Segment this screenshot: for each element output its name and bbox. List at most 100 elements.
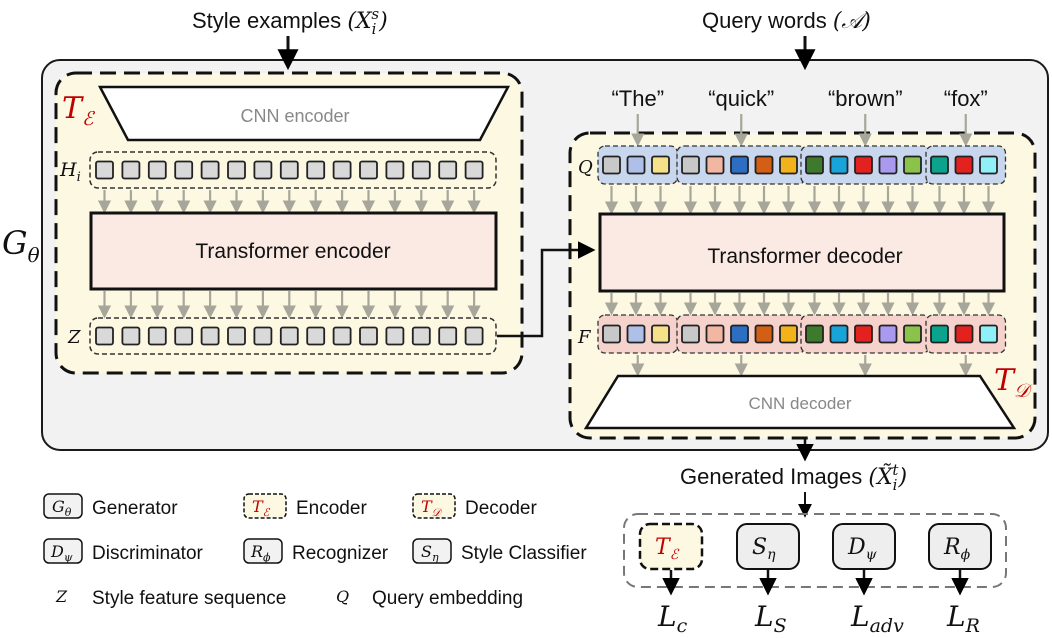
q-arrows	[604, 186, 996, 215]
query-word: “quick”	[708, 86, 774, 111]
z-arrows	[97, 291, 481, 319]
query-token	[954, 155, 974, 175]
transformer-decoder-label: Transformer decoder	[707, 245, 902, 268]
query-token	[979, 155, 998, 175]
legend-recognizer-symbol: Rϕ	[250, 542, 271, 564]
query-token	[854, 155, 873, 175]
z-token	[147, 326, 167, 346]
query-token	[730, 155, 749, 175]
h-token	[385, 160, 405, 180]
feature-token	[705, 324, 725, 344]
h-token	[174, 160, 194, 180]
legend-z-label: Style feature sequence	[92, 588, 286, 609]
query-word: “fox”	[944, 86, 988, 111]
legend-recognizer-box	[243, 538, 283, 564]
legend-q-symbol: Q	[336, 587, 349, 606]
cnn-encoder-label: CNN encoder	[240, 106, 349, 126]
query-token	[805, 155, 824, 175]
cnn-decoder-block	[583, 374, 1017, 430]
h-token	[332, 160, 352, 180]
z-token	[227, 326, 246, 346]
feature-token	[805, 324, 824, 344]
feature-token	[829, 324, 849, 344]
feature-token	[730, 324, 749, 344]
z-token	[359, 326, 378, 346]
query-words: “The”“quick”“brown”“fox”	[611, 86, 988, 147]
query-token	[681, 155, 700, 175]
z-token	[121, 326, 141, 346]
query-token	[626, 155, 646, 175]
transformer-encoder-block	[89, 211, 498, 291]
cnn-decoder-label: CNN decoder	[749, 394, 852, 413]
encoder-panel-label: Tℰ	[62, 91, 96, 130]
f-label: F	[577, 327, 592, 348]
query-token	[930, 155, 949, 175]
h-label: Hi	[59, 159, 81, 185]
query-token	[878, 155, 898, 175]
feature-token	[681, 324, 700, 344]
query-token	[779, 155, 798, 175]
loss-module-symbol: Sη	[752, 535, 776, 563]
loss-module-box	[736, 523, 800, 570]
loss-module-box	[638, 522, 704, 571]
z-token	[411, 326, 431, 346]
feature-token	[878, 324, 898, 344]
decoder-panel-label: T𝒟	[994, 363, 1033, 402]
feature-token	[979, 324, 998, 344]
loss-label: LS	[754, 600, 787, 637]
loss-module-box	[928, 523, 992, 570]
z-token	[306, 326, 326, 346]
feature-token	[954, 324, 974, 344]
legend-z-symbol: Z	[55, 587, 68, 606]
legend-discriminator-symbol: Dψ	[50, 542, 73, 564]
legend-style-classifier-symbol: Sη	[421, 542, 439, 564]
query-words-label: Query words (𝒜)	[702, 8, 871, 34]
query-token	[705, 155, 725, 175]
feature-token	[854, 324, 873, 344]
loss-modules-group	[623, 513, 1007, 588]
legend-style-classifier-box	[412, 538, 452, 564]
h-arrows	[97, 190, 481, 214]
z-token	[385, 326, 405, 346]
f-arrows	[604, 293, 996, 316]
h-token	[279, 160, 299, 180]
z-token	[95, 326, 114, 346]
z-token	[438, 326, 458, 346]
h-tokens	[95, 160, 484, 180]
transformer-decoder-block	[598, 212, 1006, 293]
h-token	[200, 160, 220, 180]
z-token	[174, 326, 194, 346]
generator-label: Gθ	[2, 224, 40, 267]
z-tokens	[95, 326, 484, 346]
legend-recognizer-label: Recognizer	[292, 543, 389, 564]
generated-images-label: Generated Images (X̃it)	[680, 461, 907, 494]
feature-token	[754, 324, 774, 344]
h-token	[464, 160, 484, 180]
transformer-encoder-label: Transformer encoder	[195, 240, 390, 263]
legend-decoder-box	[412, 493, 456, 519]
feature-token	[651, 324, 670, 344]
h-token	[306, 160, 326, 180]
query-token	[602, 155, 621, 175]
legend-decoder-label: Decoder	[465, 498, 537, 519]
legend-encoder-symbol: Tℰ	[252, 497, 271, 519]
loss-label: LR	[946, 600, 980, 637]
legend-discriminator-label: Discriminator	[92, 543, 204, 564]
query-token	[829, 155, 849, 175]
legend-decoder-symbol: T𝒟	[421, 497, 443, 519]
legend: Gθ Generator Tℰ Encoder T𝒟 Decoder Dψ Di…	[43, 493, 587, 609]
legend-style-classifier-label: Style Classifier	[461, 543, 587, 564]
z-token	[253, 326, 273, 346]
cnn-decoder-input-arrows	[631, 355, 973, 377]
h-token	[121, 160, 141, 180]
legend-discriminator-box	[43, 538, 83, 564]
query-word: “The”	[611, 86, 664, 111]
loss-label: Ladv	[850, 600, 904, 637]
cnn-encoder-block	[97, 85, 511, 142]
loss-module-symbol: Tℰ	[655, 535, 680, 563]
q-tokens	[597, 145, 1007, 185]
query-token	[754, 155, 774, 175]
feature-token	[903, 324, 922, 344]
f-tokens	[597, 314, 1007, 354]
